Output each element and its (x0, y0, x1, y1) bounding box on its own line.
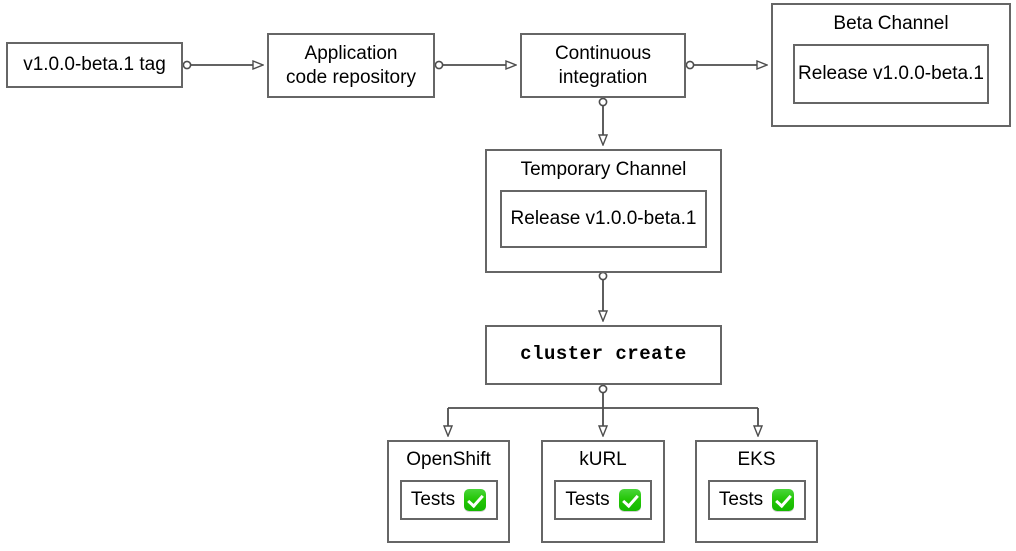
kurl-tests-label: Tests (565, 489, 610, 510)
container-target-eks[interactable]: EKS Tests (695, 440, 818, 543)
check-mark-button-icon (618, 489, 641, 511)
check-mark-button-icon (464, 489, 487, 511)
node-version-tag-label: v1.0.0-beta.1 tag (23, 54, 166, 76)
container-target-openshift-title: OpenShift (406, 449, 491, 470)
node-continuous-integration[interactable]: Continuous integration (520, 33, 686, 98)
check-mark-button-icon (772, 489, 795, 511)
container-target-kurl[interactable]: kURL Tests (541, 440, 665, 543)
openshift-tests-label: Tests (410, 489, 456, 510)
eks-tests-box[interactable]: Tests (707, 480, 806, 520)
temporary-channel-release-label: Release v1.0.0-beta.1 (510, 208, 697, 229)
container-target-eks-title: EKS (737, 449, 776, 470)
container-beta-channel[interactable]: Beta Channel Release v1.0.0-beta.1 (771, 3, 1011, 127)
beta-channel-release-label: Release v1.0.0-beta.1 (798, 63, 984, 84)
node-cluster-create[interactable]: cluster create (485, 325, 722, 385)
node-cluster-create-label: cluster create (520, 343, 687, 366)
container-temporary-channel[interactable]: Temporary Channel Release v1.0.0-beta.1 (485, 149, 722, 273)
node-app-code-repository-label: Application code repository (286, 43, 416, 88)
container-temporary-channel-title: Temporary Channel (520, 159, 687, 180)
kurl-tests-box[interactable]: Tests (554, 480, 652, 520)
beta-channel-release-box[interactable]: Release v1.0.0-beta.1 (793, 44, 989, 104)
temporary-channel-release-box[interactable]: Release v1.0.0-beta.1 (500, 190, 707, 248)
container-target-kurl-title: kURL (579, 449, 627, 470)
node-version-tag[interactable]: v1.0.0-beta.1 tag (6, 42, 183, 88)
node-continuous-integration-label: Continuous integration (554, 43, 652, 88)
container-target-openshift[interactable]: OpenShift Tests (387, 440, 510, 543)
openshift-tests-box[interactable]: Tests (399, 480, 498, 520)
node-app-code-repository[interactable]: Application code repository (267, 33, 435, 98)
container-beta-channel-title: Beta Channel (833, 13, 949, 34)
eks-tests-label: Tests (718, 489, 764, 510)
